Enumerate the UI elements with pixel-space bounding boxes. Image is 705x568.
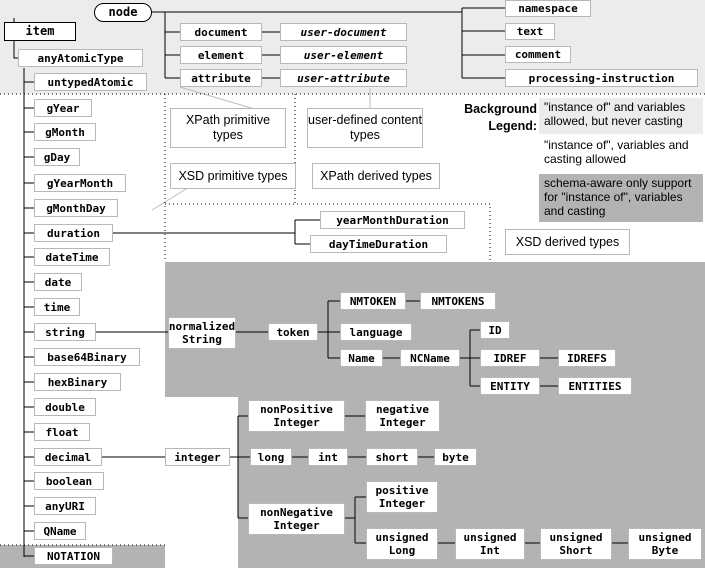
dateTime-type: dateTime — [34, 248, 110, 266]
element-type: element — [180, 46, 262, 64]
boolean-type: boolean — [34, 472, 104, 490]
ENTITIES-type: ENTITIES — [558, 377, 632, 395]
time-type: time — [34, 298, 80, 316]
processing-instruction-type: processing-instruction — [505, 69, 698, 87]
comment-type: comment — [505, 46, 571, 63]
user-defined-label: user-defined content types — [307, 108, 423, 148]
user-document-type: user-document — [280, 23, 407, 41]
gYear-type: gYear — [34, 99, 92, 117]
token-type: token — [268, 323, 318, 341]
gYearMonth-type: gYearMonth — [34, 174, 126, 192]
NOTATION-type: NOTATION — [34, 547, 113, 565]
int-type: int — [308, 448, 348, 466]
integer-type: integer — [165, 448, 230, 466]
NMTOKENS-type: NMTOKENS — [420, 292, 496, 310]
user-attribute-type: user-attribute — [280, 69, 407, 87]
text-type: text — [505, 23, 555, 40]
gMonth-type: gMonth — [34, 123, 96, 141]
untypedAtomic-type: untypedAtomic — [34, 73, 147, 91]
anyURI-type: anyURI — [34, 497, 96, 515]
attribute-type: attribute — [180, 69, 262, 87]
unsignedByte-type: unsigned Byte — [628, 528, 702, 560]
normalizedString-type: normalized String — [168, 317, 236, 349]
ID-type: ID — [480, 321, 510, 339]
unsignedInt-type: unsigned Int — [455, 528, 525, 560]
positiveInteger-type: positive Integer — [366, 481, 438, 513]
gDay-type: gDay — [34, 148, 80, 166]
document-type: document — [180, 23, 262, 41]
node-type: node — [94, 3, 152, 22]
language-type: language — [340, 323, 412, 341]
byte-type: byte — [434, 448, 477, 466]
short-type: short — [366, 448, 418, 466]
NMTOKEN-type: NMTOKEN — [340, 292, 406, 310]
xpath-primitive-label: XPath primitive types — [170, 108, 286, 148]
legend-dark: schema-aware only support for "instance … — [539, 174, 703, 222]
IDREFS-type: IDREFS — [558, 349, 616, 367]
item-type: item — [4, 22, 76, 41]
user-element-type: user-element — [280, 46, 407, 64]
gMonthDay-type: gMonthDay — [34, 199, 118, 217]
double-type: double — [34, 398, 96, 416]
date-type: date — [34, 273, 82, 291]
ENTITY-type: ENTITY — [480, 377, 540, 395]
anyAtomicType-type: anyAtomicType — [18, 49, 143, 67]
QName-type: QName — [34, 522, 86, 540]
unsignedLong-type: unsigned Long — [366, 528, 438, 560]
NCName-type: NCName — [400, 349, 460, 367]
nonNegativeInteger-type: nonNegative Integer — [248, 503, 345, 535]
yearMonthDuration-type: yearMonthDuration — [320, 211, 465, 229]
float-type: float — [34, 423, 90, 441]
xsd-primitive-label: XSD primitive types — [170, 163, 296, 189]
legend-light: "instance of" and variables allowed, but… — [539, 98, 703, 134]
xsd-derived-label: XSD derived types — [505, 229, 630, 255]
xpath-derived-label: XPath derived types — [312, 163, 440, 189]
nonPositiveInteger-type: nonPositive Integer — [248, 400, 345, 432]
IDREF-type: IDREF — [480, 349, 540, 367]
decimal-type: decimal — [34, 448, 102, 466]
long-type: long — [250, 448, 292, 466]
legend-white: "instance of", variables and casting all… — [539, 136, 703, 172]
unsignedShort-type: unsigned Short — [540, 528, 612, 560]
duration-type: duration — [34, 224, 113, 242]
base64Binary-type: base64Binary — [34, 348, 140, 366]
dayTimeDuration-type: dayTimeDuration — [310, 235, 447, 253]
namespace-type: namespace — [505, 0, 591, 17]
hexBinary-type: hexBinary — [34, 373, 121, 391]
schema-aware-region — [165, 262, 705, 397]
string-type: string — [34, 323, 96, 341]
Name-type: Name — [340, 349, 383, 367]
negativeInteger-type: negative Integer — [365, 400, 440, 432]
